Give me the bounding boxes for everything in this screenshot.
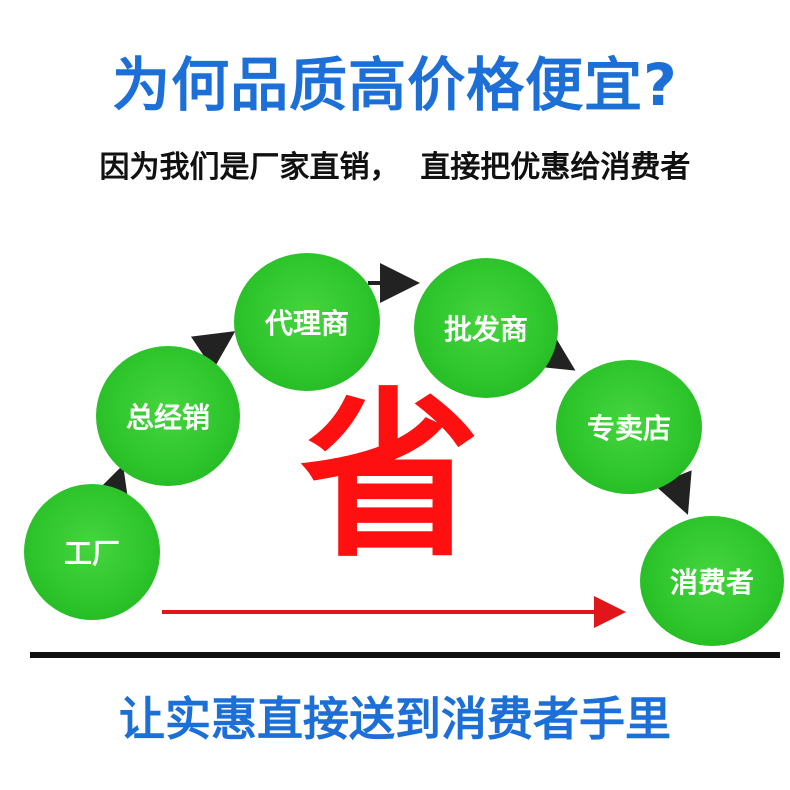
node-store: 专卖店: [556, 360, 702, 494]
page-title: 为何品质高价格便宜?: [112, 51, 678, 119]
node-consumer-label: 消费者: [669, 566, 754, 599]
node-agent-label: 代理商: [264, 307, 349, 340]
node-factory: 工厂: [24, 484, 160, 620]
divider-line: [30, 652, 780, 658]
save-label: 省: [299, 373, 480, 582]
node-agent: 代理商: [234, 253, 380, 391]
node-consumer: 消费者: [640, 516, 784, 646]
node-distributor: 总经销: [96, 346, 240, 486]
arrow-store-to-consumer: [654, 470, 692, 515]
node-store-label: 专卖店: [586, 412, 671, 445]
node-wholesaler-label: 批发商: [443, 313, 528, 346]
arrow-distributor-to-agent: [190, 331, 236, 370]
node-distributor-label: 总经销: [125, 401, 210, 434]
footer-slogan: 让实惠直接送到消费者手里: [119, 692, 671, 746]
page-subtitle: 因为我们是厂家直销， 直接把优惠给消费者: [99, 150, 691, 185]
node-factory-label: 工厂: [63, 537, 120, 570]
node-wholesaler: 批发商: [414, 258, 558, 398]
